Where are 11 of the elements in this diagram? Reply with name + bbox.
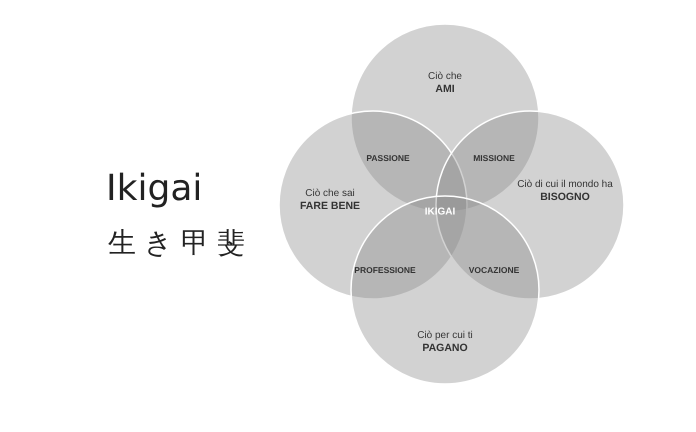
circle-caption: Ciò che sai FARE BENE bbox=[298, 187, 362, 213]
region-label: VOCAZIONE bbox=[468, 265, 520, 275]
circle-caption: Ciò per cui ti PAGANO bbox=[416, 329, 474, 355]
circle-caption: Ciò di cui il mondo ha BISOGNO bbox=[516, 178, 614, 204]
title: Ikigai bbox=[106, 168, 202, 209]
region-label: PASSIONE bbox=[366, 153, 410, 163]
kanji-subtitle: 生き甲斐 bbox=[108, 225, 253, 261]
region-label: MISSIONE bbox=[473, 153, 515, 163]
region-label: IKIGAI bbox=[424, 206, 456, 218]
region-label: PROFESSIONE bbox=[354, 265, 416, 275]
circle-caption: Ciò che AMI bbox=[427, 70, 463, 96]
